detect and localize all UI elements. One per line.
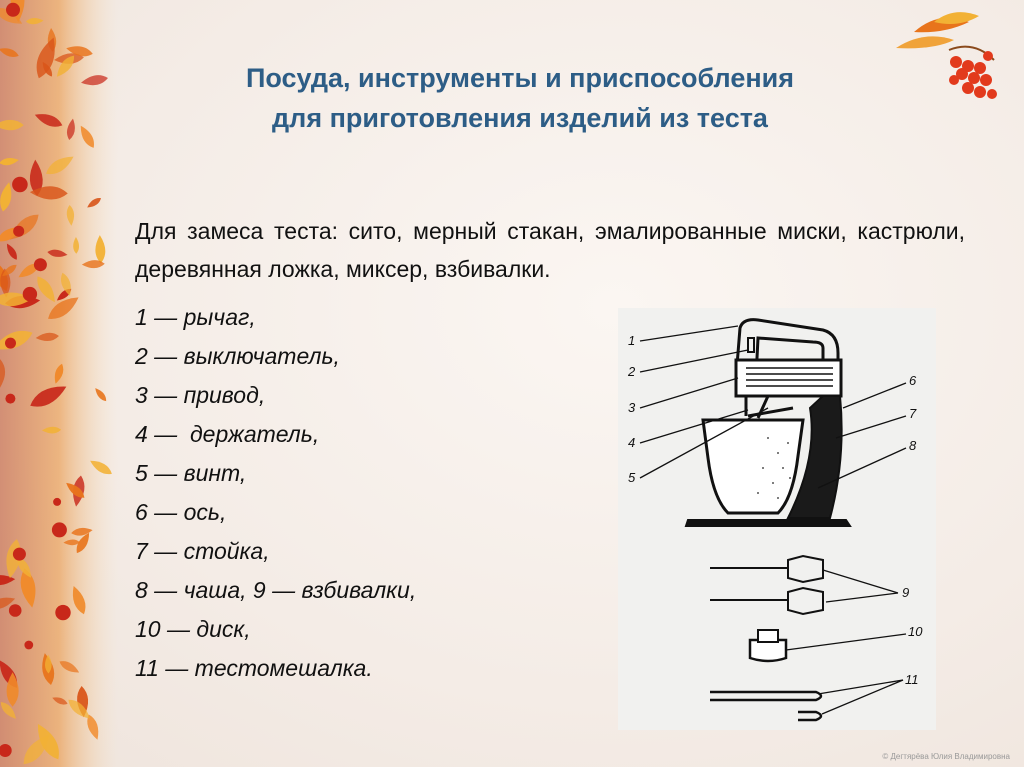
rowan-branch-decoration: [896, 12, 997, 99]
fig-label-2: 2: [627, 364, 636, 379]
fig-label-8: 8: [909, 438, 917, 453]
mixer-bowl: [701, 418, 805, 515]
legend-item: 3 — привод,: [135, 382, 266, 408]
mixer-stand: [786, 395, 843, 519]
copyright-text: © Дегтярёва Юлия Владимировна: [882, 752, 1010, 761]
legend-item: 1 — рычаг,: [135, 304, 256, 330]
fig-label-5: 5: [628, 470, 636, 485]
legend-item: 6 — ось,: [135, 499, 227, 525]
fig-label-6: 6: [909, 373, 917, 388]
page-title: Посуда, инструменты и приспособления для…: [130, 58, 910, 138]
autumn-leaves-border: [0, 0, 118, 767]
mixer-lever: [734, 318, 840, 380]
mixer-disk: [748, 638, 788, 663]
mixer-drive: [734, 358, 843, 398]
legend-item: 7 — стойка,: [135, 538, 270, 564]
legend-item: 11 — тестомешалка.: [135, 655, 373, 681]
fig-label-10: 10: [908, 624, 923, 639]
fig-label-3: 3: [628, 400, 636, 415]
fig-label-11: 11: [905, 672, 919, 687]
legend-item: 2 — выключатель,: [135, 343, 340, 369]
fig-label-7: 7: [909, 406, 917, 421]
mixer-diagram: 1 2 3 4 5 6 7 8 9 10 11: [618, 308, 936, 730]
legend-item: 4 — держатель,: [135, 421, 320, 447]
fig-label-9: 9: [902, 585, 909, 600]
fig-label-4: 4: [628, 435, 635, 450]
mixer-base: [684, 519, 852, 527]
title-line-2: для приготовления изделий из теста: [272, 103, 768, 133]
parts-legend: 1 — рычаг, 2 — выключатель, 3 — привод, …: [135, 298, 416, 688]
legend-item: 5 — винт,: [135, 460, 247, 486]
legend-item: 10 — диск,: [135, 616, 251, 642]
intro-paragraph: Для замеса теста: сито, мерный стакан, э…: [135, 218, 965, 282]
legend-item: 8 — чаша, 9 — взбивалки,: [135, 577, 417, 603]
title-line-1: Посуда, инструменты и приспособления: [245, 63, 795, 93]
fig-label-1: 1: [628, 333, 635, 348]
mixer-switch: [747, 337, 755, 353]
